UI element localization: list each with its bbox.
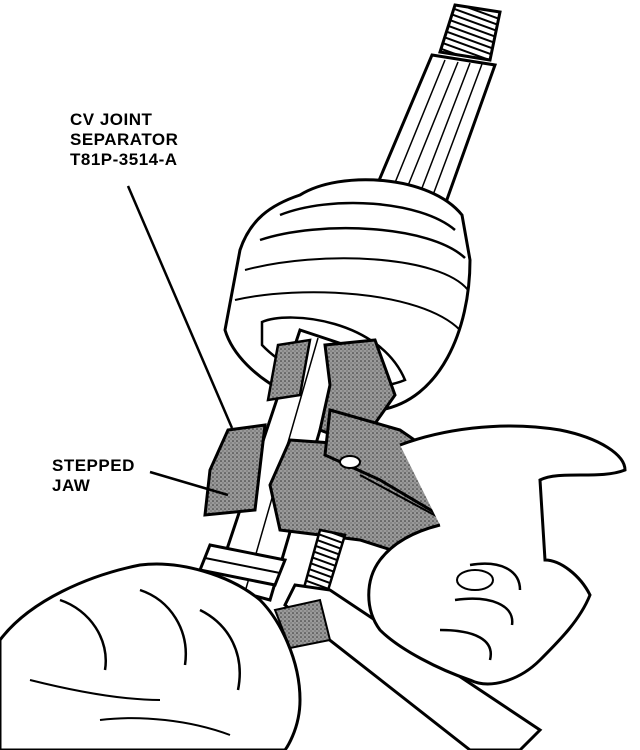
callout-line: CV JOINT (70, 110, 153, 129)
leader-line-jaw (149, 470, 229, 497)
callout-stepped-jaw: STEPPED JAW (52, 456, 135, 496)
callout-line: T81P-3514-A (70, 150, 178, 169)
vise-jaw (273, 583, 543, 750)
left-hand (0, 562, 302, 750)
shaft-thread (438, 3, 502, 62)
stepped-jaw-block (203, 423, 267, 517)
callout-line: SEPARATOR (70, 130, 179, 149)
axle-collar (197, 543, 288, 587)
callout-line: JAW (52, 476, 91, 495)
right-hand (367, 424, 627, 686)
leader-line-separator (126, 185, 234, 429)
callout-line: STEPPED (52, 456, 135, 475)
callout-cv-joint-separator: CV JOINT SEPARATOR T81P-3514-A (70, 110, 178, 170)
